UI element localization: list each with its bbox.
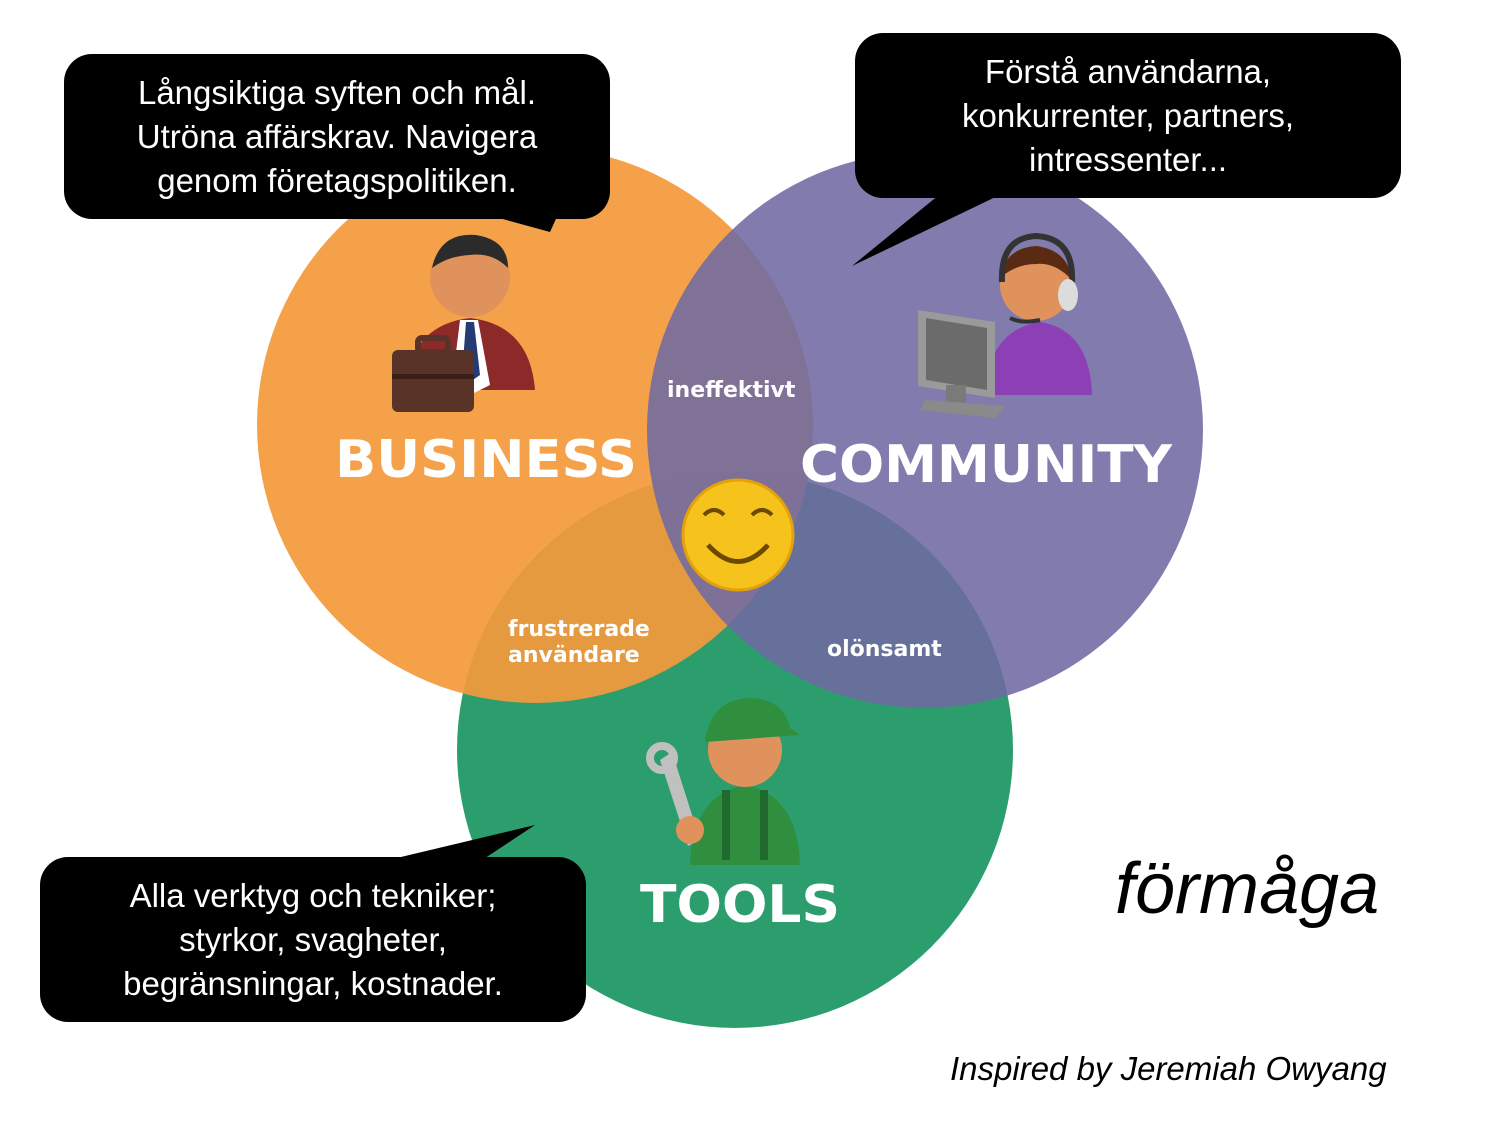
overlap-business-community-label: ineffektivt: [667, 378, 796, 403]
tools-speech-bubble: Alla verktyg och tekniker; styrkor, svag…: [40, 857, 586, 1022]
business-speech-bubble: Långsiktiga syften och mål. Utröna affär…: [64, 54, 610, 219]
community-bubble-tail: [852, 190, 1010, 266]
capability-title: förmåga: [1115, 849, 1380, 929]
overlap-community-tools-label: olönsamt: [827, 637, 942, 662]
tools-label: TOOLS: [640, 875, 840, 935]
business-bubble-text: Långsiktiga syften och mål. Utröna affär…: [136, 73, 538, 199]
support-agent-icon: [918, 232, 1092, 418]
mechanic-icon: [646, 698, 800, 865]
smiley-icon: [681, 478, 795, 592]
community-label: COMMUNITY: [800, 435, 1173, 495]
community-bubble-text: Förstå användarna, konkurrenter, partner…: [962, 52, 1294, 178]
business-circle: [257, 147, 813, 703]
business-label: BUSINESS: [335, 430, 637, 490]
tools-bubble-text: Alla verktyg och tekniker; styrkor, svag…: [123, 876, 503, 1002]
community-speech-bubble: Förstå användarna, konkurrenter, partner…: [855, 33, 1401, 198]
community-circle: [647, 152, 1203, 708]
overlap-business-tools-label-line2: användare: [508, 643, 640, 668]
credit-text: Inspired by Jeremiah Owyang: [950, 1050, 1387, 1087]
overlap-business-tools-label-line1: frustrerade: [508, 617, 650, 642]
businessman-icon: [392, 234, 535, 412]
